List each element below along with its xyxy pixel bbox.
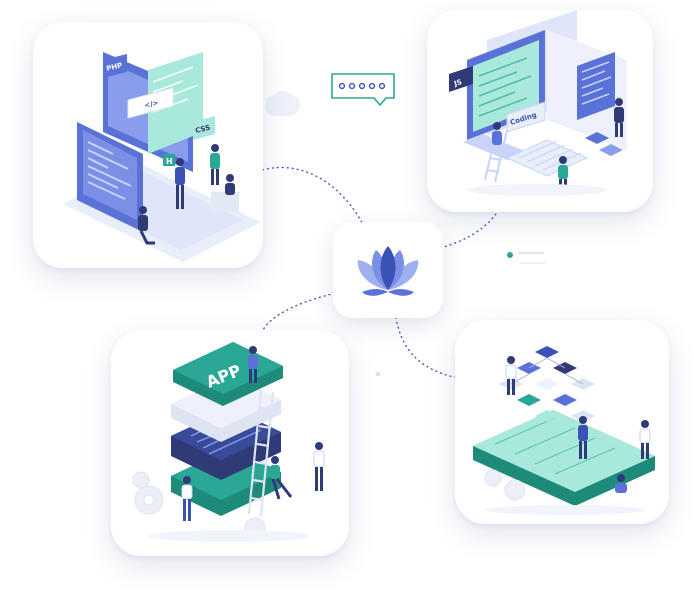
app-development-illustration: APP xyxy=(132,342,325,542)
js-tag-label: JS xyxy=(452,78,463,88)
person-figure xyxy=(248,346,258,383)
ux-design-card xyxy=(455,320,669,524)
person-figure xyxy=(175,158,185,209)
chat-bubble-icon xyxy=(331,73,395,106)
person-figure xyxy=(270,456,293,500)
person-figure xyxy=(313,442,325,491)
person-figure xyxy=(181,476,193,521)
person-figure xyxy=(639,420,651,459)
person-figure xyxy=(578,416,588,459)
coding-illustration: JS Coding xyxy=(449,10,627,196)
person-figure xyxy=(615,474,627,493)
person-figure xyxy=(211,174,239,212)
hub-logo-card xyxy=(333,222,443,318)
code-tag-label: </> xyxy=(144,99,160,110)
ux-design-illustration xyxy=(473,346,655,515)
css-tag-label: CSS xyxy=(195,124,212,135)
person-figure xyxy=(614,98,624,137)
coding-card: JS Coding xyxy=(427,10,653,212)
html-tag-label: H xyxy=(166,157,173,166)
person-figure xyxy=(505,356,517,395)
php-tag-label: PHP xyxy=(106,61,124,73)
person-figure xyxy=(138,206,155,245)
person-figure xyxy=(210,144,220,185)
person-figure xyxy=(492,122,502,145)
lotus-logo-icon xyxy=(357,246,419,296)
web-development-illustration: </> PHP CSS H xyxy=(63,52,261,262)
web-development-card: </> PHP CSS H xyxy=(33,22,263,268)
app-development-card: APP xyxy=(111,330,349,556)
